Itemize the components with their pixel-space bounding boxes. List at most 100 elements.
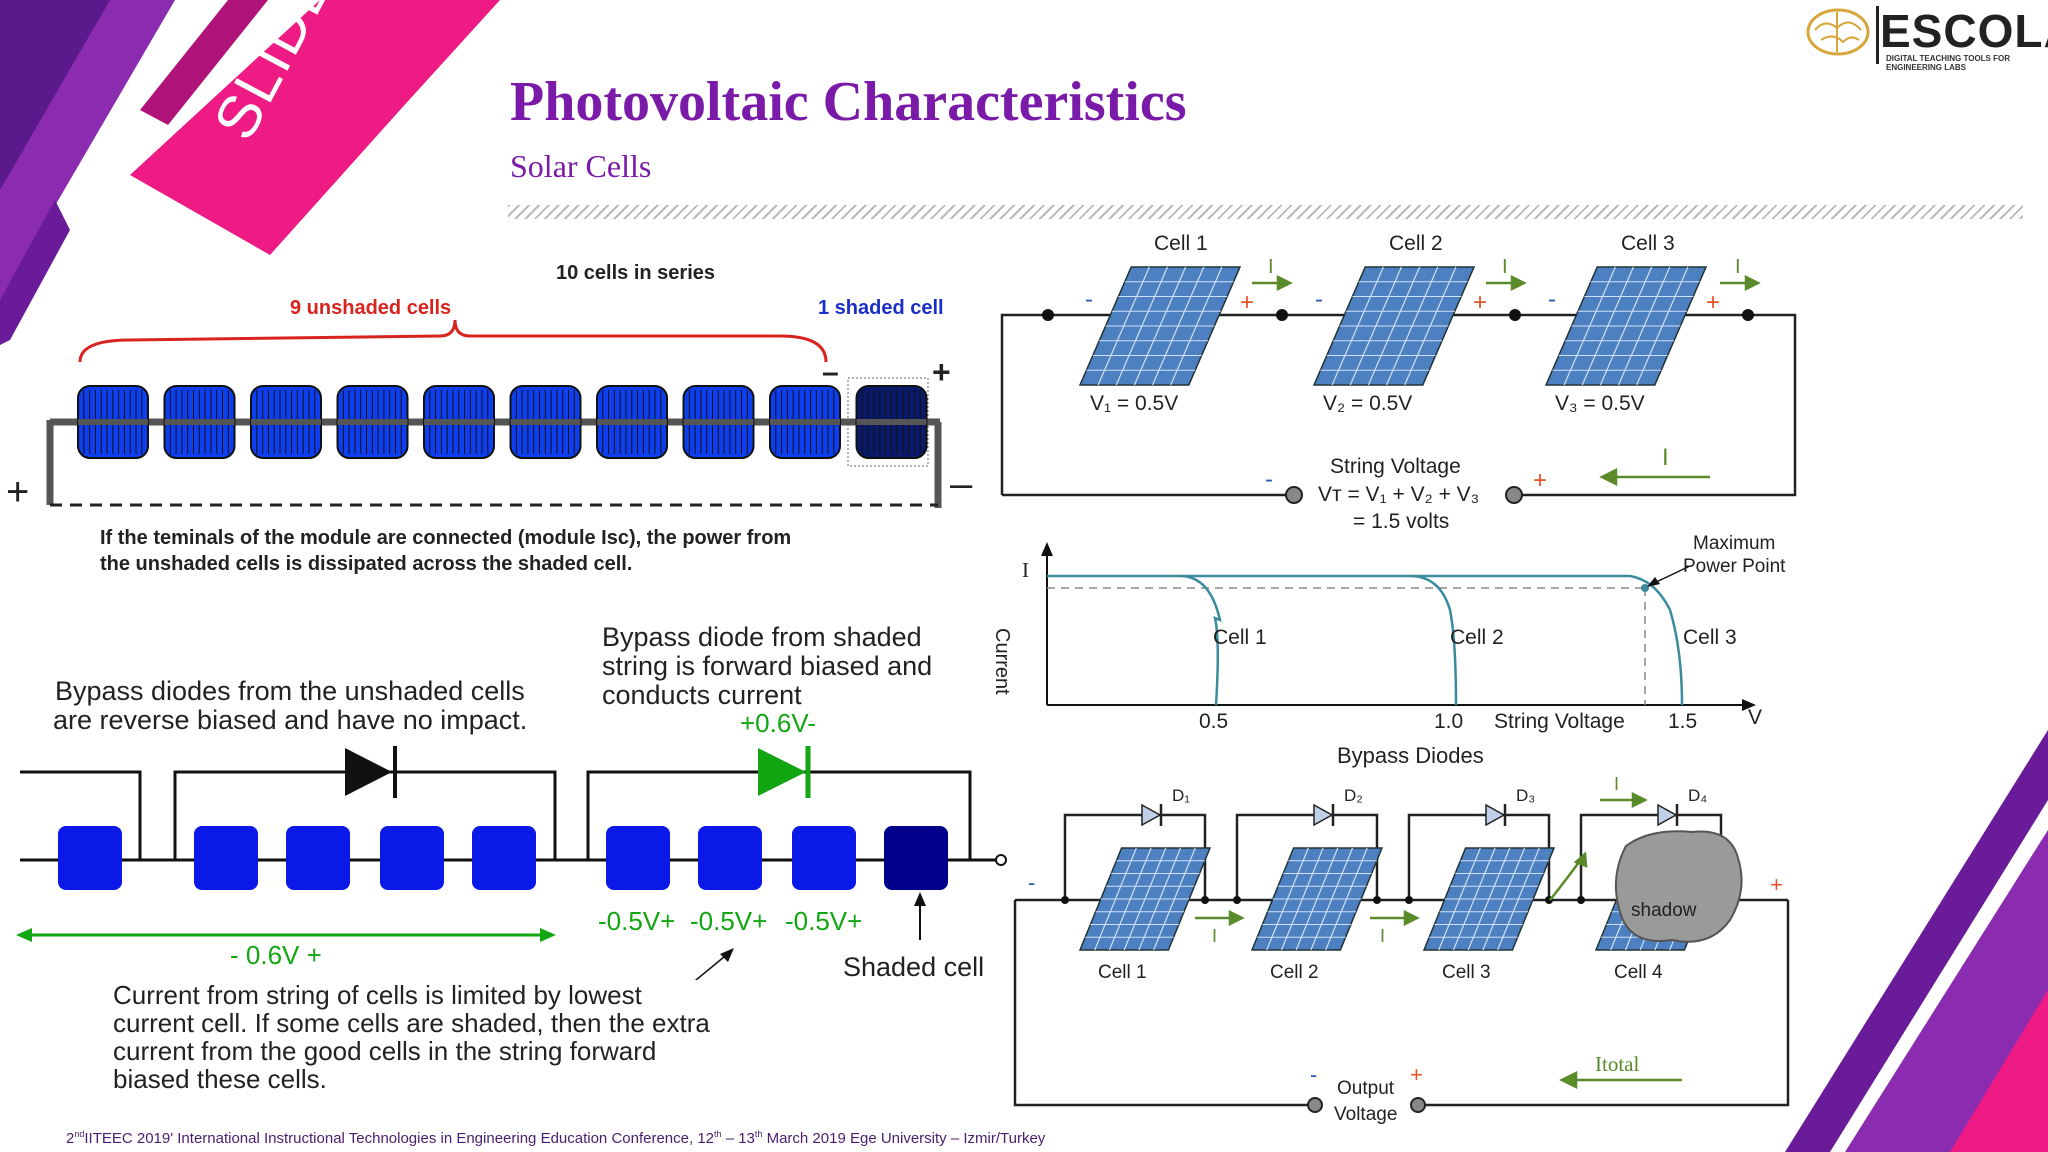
output-voltage-line2: Voltage xyxy=(1334,1104,1398,1125)
svg-text:I: I xyxy=(1212,926,1217,946)
iv-curve-cell3-label: Cell 3 xyxy=(1683,626,1737,649)
mpp-label-line2: Power Point xyxy=(1683,556,1786,577)
svg-text:-: - xyxy=(1310,1062,1317,1087)
current-note-line3: current from the good cells in the strin… xyxy=(113,1036,657,1066)
logo-tagline: DIGITAL TEACHING TOOLS FOR ENGINEERING L… xyxy=(1886,54,2010,72)
iv-x-symbol: V xyxy=(1748,706,1763,729)
string-voltage-label: - 0.6V + xyxy=(230,940,322,970)
module-minus-terminal: – xyxy=(950,462,973,506)
string-voltage-formula: Vᴛ = V₁ + V₂ + V₃ xyxy=(1318,483,1480,506)
unshaded-cells-label: 9 unshaded cells xyxy=(290,297,452,319)
cell2-voltage: V₂ = 0.5V xyxy=(1323,392,1413,415)
cell1-voltage: V₁ = 0.5V xyxy=(1090,392,1179,415)
bypass-diodes-title: Bypass Diodes xyxy=(1337,743,1484,768)
svg-text:I: I xyxy=(1614,774,1619,794)
iv-y-symbol: I xyxy=(1022,558,1029,582)
bypass-diode-symbol xyxy=(1141,803,1162,827)
forward-note-line2: string is forward biased and xyxy=(602,651,933,681)
bypass-cell2-label: Cell 2 xyxy=(1270,962,1319,983)
bypass-cell1-label: Cell 1 xyxy=(1098,962,1147,983)
shadow-label: shadow xyxy=(1631,900,1697,921)
cell-block xyxy=(472,826,536,890)
series-cell2-label: Cell 2 xyxy=(1389,232,1443,255)
reverse-note-line1: Bypass diodes from the unshaded cells xyxy=(55,676,525,706)
svg-text:I: I xyxy=(1268,256,1274,278)
forward-note-line3: conducts current xyxy=(602,680,802,710)
series-cells-diagram xyxy=(46,319,942,508)
iv-x-axis-label: String Voltage xyxy=(1494,710,1625,733)
reverse-note-line2: are reverse biased and have no impact. xyxy=(53,705,528,735)
cell-block xyxy=(792,826,856,890)
bypass-diode-symbol xyxy=(1485,803,1506,827)
series-circuit: - - - + + + - + I I I I xyxy=(1000,256,1797,504)
current-note-line4: biased these cells. xyxy=(113,1064,327,1094)
current-note-line1: Current from string of cells is limited … xyxy=(113,980,642,1010)
iv-tick-1-5: 1.5 xyxy=(1668,710,1698,733)
svg-text:-: - xyxy=(1028,870,1035,895)
cell-block xyxy=(698,826,762,890)
logo-name: ESCOLA xyxy=(1880,5,2048,57)
current-note-line2: current cell. If some cells are shaded, … xyxy=(113,1008,710,1038)
svg-text:+: + xyxy=(1706,289,1720,316)
diode-d4-label: D₄ xyxy=(1688,786,1708,805)
iv-tick-1-0: 1.0 xyxy=(1434,710,1464,733)
bypass-diode-symbol xyxy=(1657,803,1678,827)
cell-block xyxy=(286,826,350,890)
output-voltage-line1: Output xyxy=(1337,1078,1395,1099)
mpp-label-line1: Maximum xyxy=(1693,533,1776,554)
shaded-cell-minus: – xyxy=(822,356,839,389)
cell-block xyxy=(194,826,258,890)
series-cell3-label: Cell 3 xyxy=(1621,232,1675,255)
shaded-cell-block xyxy=(884,826,948,890)
diode-d2-label: D₂ xyxy=(1344,786,1363,805)
series-caption-line2: the unshaded cells is dissipated across … xyxy=(100,553,633,575)
svg-text:-: - xyxy=(1085,286,1093,313)
page-title: Photovoltaic Characteristics xyxy=(510,71,1187,133)
shaded-cell-caption: Shaded cell xyxy=(843,952,985,982)
iv-tick-0-5: 0.5 xyxy=(1199,710,1229,733)
series-caption-line1: If the teminals of the module are connec… xyxy=(100,527,792,549)
bypass-cell4-label: Cell 4 xyxy=(1614,962,1663,983)
hatched-divider xyxy=(508,205,2023,219)
svg-text:+: + xyxy=(1410,1062,1423,1087)
diode-d3-label: D₃ xyxy=(1516,786,1536,805)
svg-text:-: - xyxy=(1548,286,1556,313)
svg-text:+: + xyxy=(1240,289,1254,316)
svg-text:I: I xyxy=(1502,256,1508,278)
brain-logo-icon xyxy=(1806,8,1870,56)
total-current-label: Itotal xyxy=(1595,1052,1640,1076)
shaded-cell-plus: + xyxy=(932,354,951,390)
bypass-diode-symbol xyxy=(1313,803,1334,827)
cell-voltage-1: -0.5V+ xyxy=(598,906,676,936)
svg-text:-: - xyxy=(1265,466,1273,493)
cell-voltage-2: -0.5V+ xyxy=(690,906,768,936)
conference-footer: 2ndIITEEC 2019' International Instructio… xyxy=(66,1129,1046,1147)
svg-text:I: I xyxy=(1380,926,1385,946)
iv-curve-chart xyxy=(1041,542,1756,711)
iv-curve-cell1-label: Cell 1 xyxy=(1213,626,1267,649)
svg-text:+: + xyxy=(1473,289,1487,316)
shaded-cell-label: 1 shaded cell xyxy=(818,297,944,319)
bypass-diode-circuit: - + - + I I I xyxy=(1013,774,1790,1113)
cell3-voltage: V₃ = 0.5V xyxy=(1555,392,1645,415)
diode-voltage-label: +0.6V- xyxy=(740,708,816,738)
logo-divider xyxy=(1876,6,1879,64)
string-voltage-title: String Voltage xyxy=(1330,455,1461,478)
cell-voltage-3: -0.5V+ xyxy=(785,906,863,936)
diode-d1-label: D₁ xyxy=(1172,786,1191,805)
iv-y-axis-label: Current xyxy=(991,628,1013,695)
cell-block xyxy=(58,826,122,890)
forward-note-line1: Bypass diode from shaded xyxy=(602,622,922,652)
iv-curve-cell2-label: Cell 2 xyxy=(1450,626,1504,649)
svg-text:+: + xyxy=(1770,872,1783,897)
svg-text:-: - xyxy=(1315,286,1323,313)
svg-text:I: I xyxy=(1662,444,1669,471)
string-voltage-total: = 1.5 volts xyxy=(1353,510,1450,533)
cell-block xyxy=(606,826,670,890)
svg-text:+: + xyxy=(1533,467,1547,494)
bypass-string-diagram xyxy=(16,746,1007,980)
module-plus-terminal: + xyxy=(6,470,30,514)
series-cell1-label: Cell 1 xyxy=(1154,232,1208,255)
bypass-cell3-label: Cell 3 xyxy=(1442,962,1491,983)
